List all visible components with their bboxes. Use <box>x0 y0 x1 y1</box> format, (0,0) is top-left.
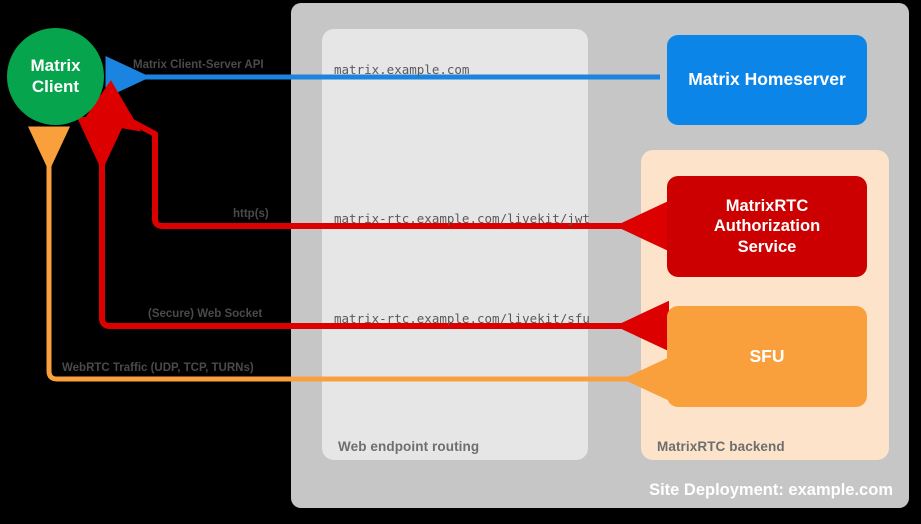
node-sfu[interactable]: SFU <box>667 306 867 407</box>
node-auth-line2: Authorization <box>713 217 821 236</box>
site-deployment-label: Site Deployment: example.com <box>649 481 893 499</box>
node-matrix-client-line2: Client <box>31 76 80 96</box>
edge-label-jwt: http(s) <box>233 208 269 220</box>
node-matrix-homeserver-label: Matrix Homeserver <box>688 69 846 90</box>
node-sfu-label: SFU <box>749 345 785 366</box>
edge-label-sfu-websocket: (Secure) Web Socket <box>148 308 263 320</box>
web-endpoint-routing-label: Web endpoint routing <box>338 439 480 454</box>
node-auth-line1: MatrixRTC <box>725 197 809 216</box>
node-matrix-client[interactable]: Matrix Client <box>7 28 104 125</box>
node-matrix-client-line1: Matrix <box>30 56 81 76</box>
edge-endpoint-cs-api: matrix.example.com <box>334 62 470 77</box>
edge-endpoint-jwt: matrix-rtc.example.com/livekit/jwt <box>334 211 590 226</box>
edge-endpoint-sfu-websocket: matrix-rtc.example.com/livekit/sfu <box>334 311 590 326</box>
node-auth-line3: Service <box>737 237 797 256</box>
web-endpoint-routing-container <box>322 29 588 460</box>
edge-label-cs-api: Matrix Client-Server API <box>133 59 264 71</box>
node-matrix-homeserver[interactable]: Matrix Homeserver <box>667 35 867 125</box>
edge-label-webrtc: WebRTC Traffic (UDP, TCP, TURNs) <box>62 362 254 374</box>
matrixrtc-backend-label: MatrixRTC backend <box>657 439 785 454</box>
node-matrixrtc-authorization-service[interactable]: MatrixRTC Authorization Service <box>667 176 867 277</box>
